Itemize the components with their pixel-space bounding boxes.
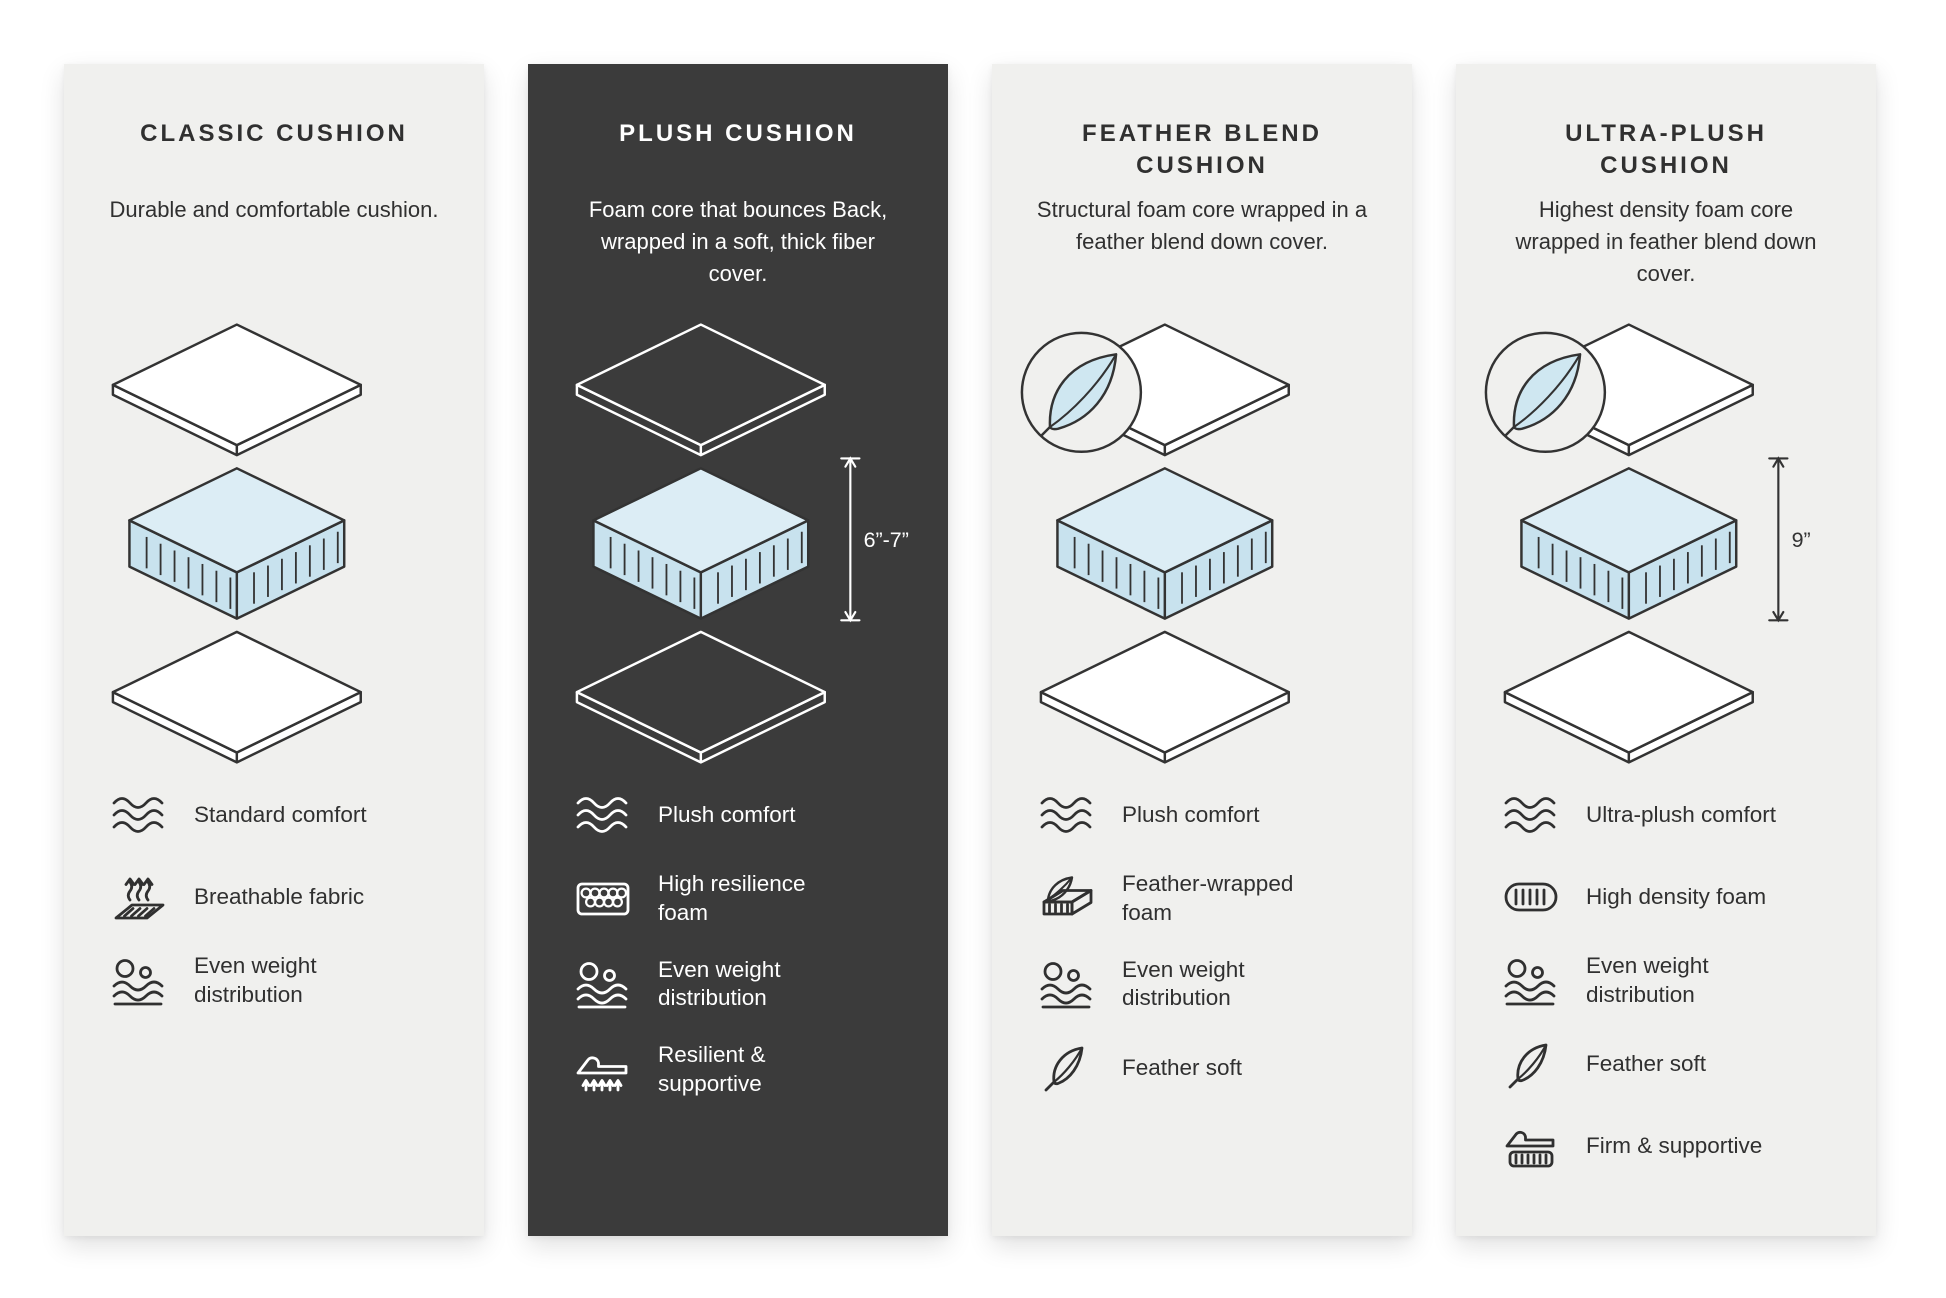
comfort-waves-icon xyxy=(108,788,170,842)
feature-label: Even weight distribution xyxy=(1122,956,1245,1011)
card-description: Durable and comfortable cushion. xyxy=(109,197,439,222)
feather-icon xyxy=(1036,1041,1098,1095)
feature-row: Even weight distribution xyxy=(1500,952,1832,1010)
feature-label: Feather soft xyxy=(1122,1054,1243,1080)
supportive-icon xyxy=(572,1043,634,1097)
feature-label: High density foam xyxy=(1586,883,1767,909)
cushion-illustration xyxy=(84,306,464,784)
feature-label: Feather-wrapped foam xyxy=(1122,871,1294,925)
feature-row: Breathable fabric xyxy=(108,870,440,924)
feature-label: Firm & supportive xyxy=(1586,1133,1763,1159)
bottom-cover-layer xyxy=(1503,630,1754,764)
layered-cushion-diagram: 9” xyxy=(1484,323,1811,764)
height-measurement-label: 6”-7” xyxy=(864,528,909,552)
feature-row: High resilience foam xyxy=(572,870,904,928)
feature-label: Breathable fabric xyxy=(194,883,365,909)
feather-badge-icon xyxy=(1504,353,1582,437)
feature-row: Feather soft xyxy=(1500,1038,1832,1092)
cushion-comparison: CLASSIC CUSHION Durable and comfortable … xyxy=(64,64,1876,1236)
foam-core-layer xyxy=(592,467,810,620)
bottom-cover-layer xyxy=(111,630,362,764)
foam-hatch-lines xyxy=(1073,531,1267,609)
firm-supportive-icon xyxy=(1500,1120,1562,1174)
weight-distribution-icon xyxy=(572,957,634,1011)
height-measurement xyxy=(840,456,861,623)
feature-label: Ultra-plush comfort xyxy=(1586,801,1777,827)
feather-wrapped-foam-icon xyxy=(1036,872,1098,926)
feature-label: Resilient & supportive xyxy=(658,1042,766,1096)
feature-label: Standard comfort xyxy=(194,801,367,827)
feature-label: Feather soft xyxy=(1586,1051,1707,1077)
feature-label: High resilience foam xyxy=(658,871,806,925)
card-description: Structural foam core wrapped in a feathe… xyxy=(1036,197,1368,254)
foam-core-layer xyxy=(1520,467,1738,620)
feature-list: Ultra-plush comfort High density foam Ev… xyxy=(1500,788,1832,1174)
top-cover-layer xyxy=(575,323,826,457)
weight-distribution-icon xyxy=(108,954,170,1008)
cushion-illustration xyxy=(1012,306,1392,784)
height-measurement-label: 9” xyxy=(1792,528,1811,552)
bottom-cover-layer xyxy=(575,630,826,764)
feature-row: High density foam xyxy=(1500,870,1832,924)
weight-distribution-icon xyxy=(1036,957,1098,1011)
foam-hatch-lines xyxy=(1537,531,1731,609)
card-ultra-plush-cushion: ULTRA-PLUSH CUSHION Highest density foam… xyxy=(1456,64,1876,1236)
card-classic-cushion: CLASSIC CUSHION Durable and comfortable … xyxy=(64,64,484,1236)
high-density-foam-icon xyxy=(1500,870,1562,924)
weight-distribution-icon xyxy=(1500,954,1562,1008)
feature-label: Even weight distribution xyxy=(194,953,317,1007)
layered-cushion-diagram: 6”-7” xyxy=(575,323,909,764)
feature-row: Plush comfort xyxy=(572,788,904,842)
feather-icon xyxy=(1500,1038,1562,1092)
card-title: CLASSIC CUSHION xyxy=(140,120,408,147)
comfort-waves-icon xyxy=(572,788,634,842)
foam-core-layer xyxy=(128,467,346,620)
foam-core-layer xyxy=(1056,467,1274,620)
feature-row: Plush comfort xyxy=(1036,788,1368,842)
feature-row: Even weight distribution xyxy=(108,952,440,1010)
top-cover-layer xyxy=(111,323,362,457)
resilience-foam-icon xyxy=(572,872,634,926)
feature-label: Even weight distribution xyxy=(658,956,781,1011)
card-description: Highest density foam core wrapped in fea… xyxy=(1515,197,1817,286)
card-title: ULTRA-PLUSH CUSHION xyxy=(1565,120,1767,180)
card-title: FEATHER BLEND CUSHION xyxy=(1082,120,1322,180)
layered-cushion-diagram xyxy=(111,323,362,764)
feature-list: Standard comfort Breathable fabric Even … xyxy=(108,788,440,1010)
bottom-cover-layer xyxy=(1039,630,1290,764)
feature-row: Even weight distribution xyxy=(572,956,904,1014)
feature-row: Firm & supportive xyxy=(1500,1120,1832,1174)
feather-badge xyxy=(1484,331,1607,454)
foam-hatch-lines xyxy=(145,531,339,609)
feather-badge xyxy=(1020,331,1143,454)
card-title: PLUSH CUSHION xyxy=(619,120,857,147)
cushion-illustration: 6”-7” xyxy=(548,306,928,784)
feature-row: Ultra-plush comfort xyxy=(1500,788,1832,842)
feature-row: Resilient & supportive xyxy=(572,1041,904,1099)
feature-list: Plush comfort Feather-wrapped foam Even … xyxy=(1036,788,1368,1095)
height-measurement xyxy=(1768,456,1789,623)
feature-row: Feather-wrapped foam xyxy=(1036,870,1368,928)
card-plush-cushion: PLUSH CUSHION Foam core that bounces Bac… xyxy=(528,64,948,1236)
comfort-waves-icon xyxy=(1500,788,1562,842)
feature-label: Plush comfort xyxy=(658,801,796,827)
feature-row: Even weight distribution xyxy=(1036,956,1368,1014)
layered-cushion-diagram xyxy=(1020,323,1290,764)
card-feather-blend-cushion: FEATHER BLEND CUSHION Structural foam co… xyxy=(992,64,1412,1236)
feather-badge-icon xyxy=(1040,353,1118,437)
cushion-illustration: 9” xyxy=(1476,306,1856,784)
feature-row: Feather soft xyxy=(1036,1041,1368,1095)
feature-label: Plush comfort xyxy=(1122,801,1260,827)
feature-list: Plush comfort High resilience foam Even … xyxy=(572,788,904,1099)
breathable-fabric-icon xyxy=(108,870,170,924)
card-description: Foam core that bounces Back, wrapped in … xyxy=(588,197,888,286)
feature-row: Standard comfort xyxy=(108,788,440,842)
feature-label: Even weight distribution xyxy=(1586,953,1709,1007)
comfort-waves-icon xyxy=(1036,788,1098,842)
foam-hatch-lines xyxy=(609,531,803,609)
